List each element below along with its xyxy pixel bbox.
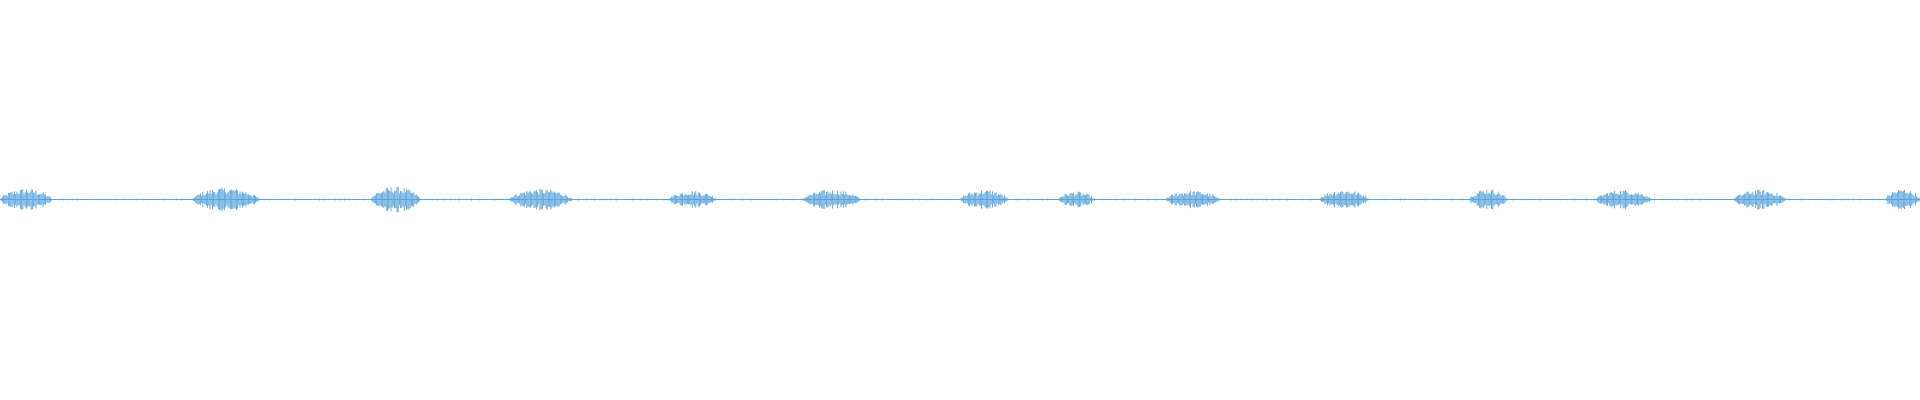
waveform-noise bbox=[1506, 197, 1595, 202]
waveform-burst bbox=[1734, 189, 1786, 210]
waveform-burst bbox=[1886, 189, 1920, 210]
waveform-burst bbox=[1596, 190, 1652, 209]
waveform-noise bbox=[1218, 197, 1314, 202]
waveform-noise bbox=[1368, 197, 1468, 202]
waveform-noise bbox=[859, 197, 955, 202]
waveform-noise bbox=[420, 197, 507, 202]
waveform-noise bbox=[1650, 197, 1728, 202]
waveform-burst bbox=[803, 190, 860, 209]
waveform-burst bbox=[668, 191, 716, 208]
waveform-bursts bbox=[0, 186, 1920, 213]
waveform-noise bbox=[1094, 197, 1163, 202]
waveform-noise bbox=[571, 197, 665, 202]
waveform-burst bbox=[1166, 190, 1219, 209]
waveform-burst bbox=[1469, 189, 1507, 210]
waveform-burst bbox=[1058, 191, 1095, 208]
waveform-burst bbox=[509, 188, 572, 211]
waveform-noise bbox=[51, 197, 190, 202]
waveform-noise bbox=[258, 197, 369, 202]
waveform-noise bbox=[1007, 197, 1052, 202]
waveform-burst bbox=[192, 187, 259, 212]
waveform-noise bbox=[715, 197, 803, 202]
waveform-burst bbox=[960, 190, 1008, 209]
waveform-burst bbox=[371, 186, 421, 213]
waveform-noise bbox=[1785, 197, 1886, 202]
waveform-burst bbox=[1319, 191, 1369, 208]
waveform-burst bbox=[0, 189, 53, 210]
